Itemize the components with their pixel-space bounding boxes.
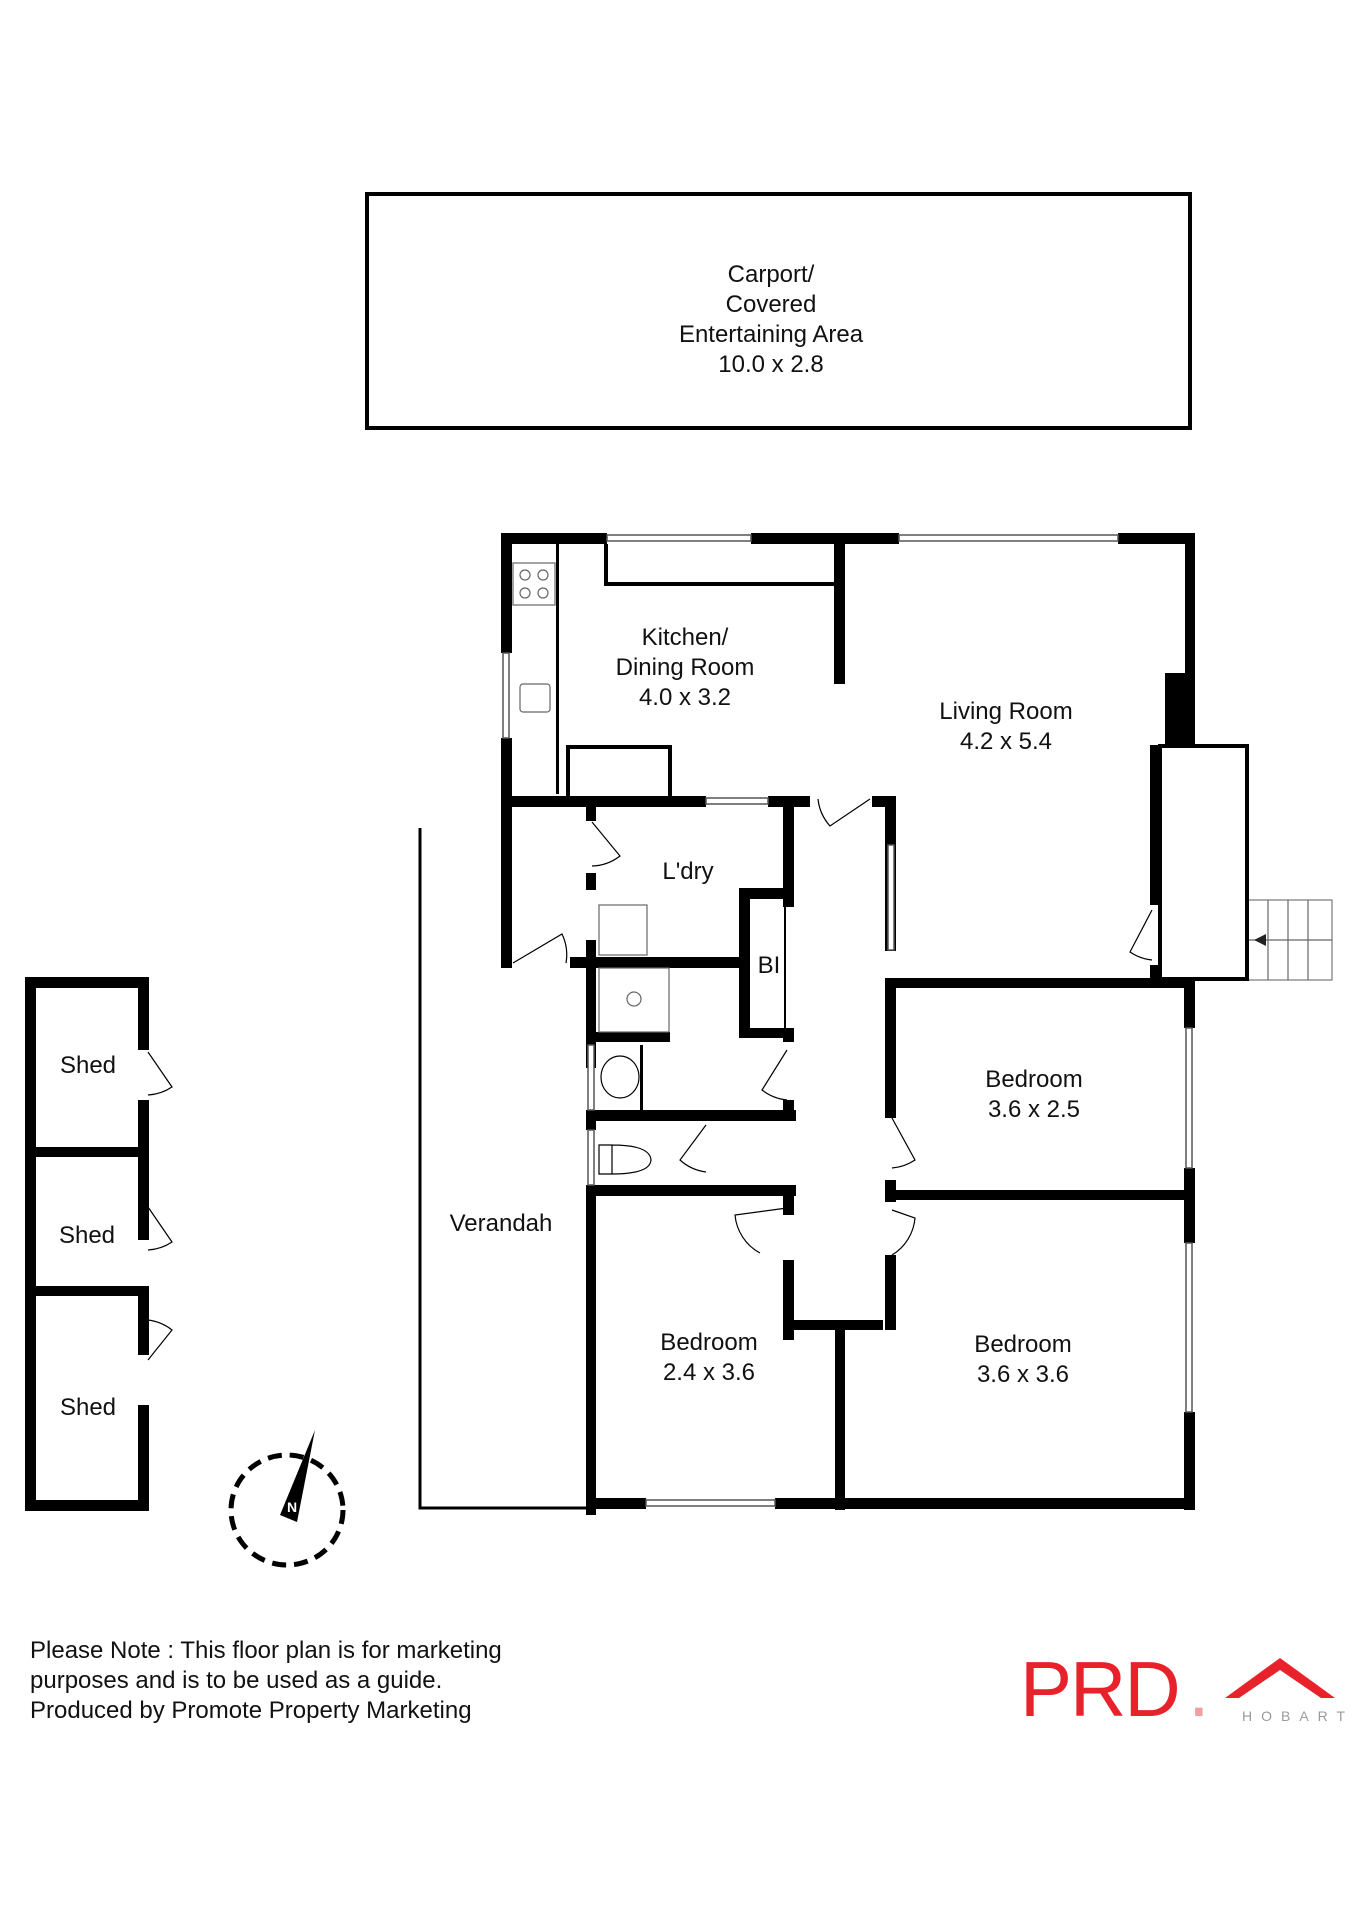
room-name: L'dry	[662, 858, 714, 885]
bi-cupboard	[748, 897, 786, 1031]
room-name: Dining Room	[615, 654, 755, 681]
room-name: Shed	[58, 1222, 116, 1249]
logo-dot: .	[1188, 1645, 1210, 1733]
room-name: Living Room	[939, 698, 1073, 725]
compass-icon	[228, 1430, 346, 1568]
room-name: Shed	[59, 1052, 117, 1079]
roof-icon	[1225, 1658, 1335, 1698]
compass-north-label: N	[286, 1499, 298, 1515]
house-walls	[501, 533, 1195, 1515]
room-dimensions: 4.2 x 5.4	[959, 728, 1053, 755]
logo-brand: PRD	[1020, 1645, 1181, 1733]
basin-icon	[600, 1055, 640, 1099]
room-name: BI	[757, 952, 781, 979]
room-label-shed-1: Shed	[60, 1051, 116, 1081]
room-name: Carport/	[727, 261, 815, 288]
porch-outline	[1158, 744, 1249, 981]
sink-icon	[519, 683, 551, 713]
room-label-verandah: Verandah	[450, 1209, 553, 1239]
steps-arrow-icon	[1254, 934, 1266, 946]
room-dimensions: 3.6 x 2.5	[987, 1096, 1081, 1123]
room-label-shed-3: Shed	[60, 1393, 116, 1423]
room-label-kitchen: Kitchen/ Dining Room 4.0 x 3.2	[616, 623, 755, 713]
cooktop-icon	[512, 562, 556, 606]
room-label-carport: Carport/ Covered Entertaining Area 10.0 …	[679, 260, 863, 380]
disclaimer-note: Please Note : This floor plan is for mar…	[30, 1636, 502, 1726]
prd-hobart-logo: PRD . HOBART	[1020, 1645, 1350, 1733]
carport-outline	[365, 192, 1192, 430]
room-name: Covered	[725, 291, 817, 318]
room-label-bi: BI	[758, 951, 781, 981]
windows	[502, 534, 1193, 1507]
room-label-living: Living Room 4.2 x 5.4	[939, 697, 1072, 757]
note-line: Please Note : This floor plan is for mar…	[30, 1637, 502, 1664]
sheds	[25, 977, 149, 1511]
note-line: Produced by Promote Property Marketing	[30, 1697, 472, 1724]
room-dimensions: 4.0 x 3.2	[638, 684, 732, 711]
verandah-outline	[418, 828, 588, 1510]
room-label-bedroom-3: Bedroom 3.6 x 3.6	[974, 1330, 1071, 1390]
room-name: Bedroom	[974, 1331, 1072, 1358]
toilet-icon	[598, 1144, 652, 1175]
laundry-tub-icon	[598, 904, 648, 956]
room-dimensions: 2.4 x 3.6	[662, 1359, 756, 1386]
room-label-laundry: L'dry	[662, 857, 713, 887]
compass-label: N	[287, 1492, 297, 1522]
room-label-shed-2: Shed	[59, 1221, 115, 1251]
note-line: purposes and is to be used as a guide.	[30, 1667, 443, 1694]
door-swings	[147, 798, 1153, 1361]
room-name: Entertaining Area	[678, 321, 864, 348]
room-name: Bedroom	[985, 1066, 1083, 1093]
room-dimensions: 10.0 x 2.8	[718, 351, 824, 378]
room-name: Kitchen/	[641, 624, 729, 651]
shower-icon	[598, 967, 670, 1033]
room-name: Shed	[59, 1394, 117, 1421]
room-label-bedroom-1: Bedroom 3.6 x 2.5	[985, 1065, 1082, 1125]
room-name: Bedroom	[660, 1329, 758, 1356]
room-dimensions: 3.6 x 3.6	[976, 1361, 1070, 1388]
logo-location: HOBART	[1242, 1708, 1355, 1724]
room-name: Verandah	[449, 1210, 553, 1237]
room-label-bedroom-2: Bedroom 2.4 x 3.6	[660, 1328, 757, 1388]
